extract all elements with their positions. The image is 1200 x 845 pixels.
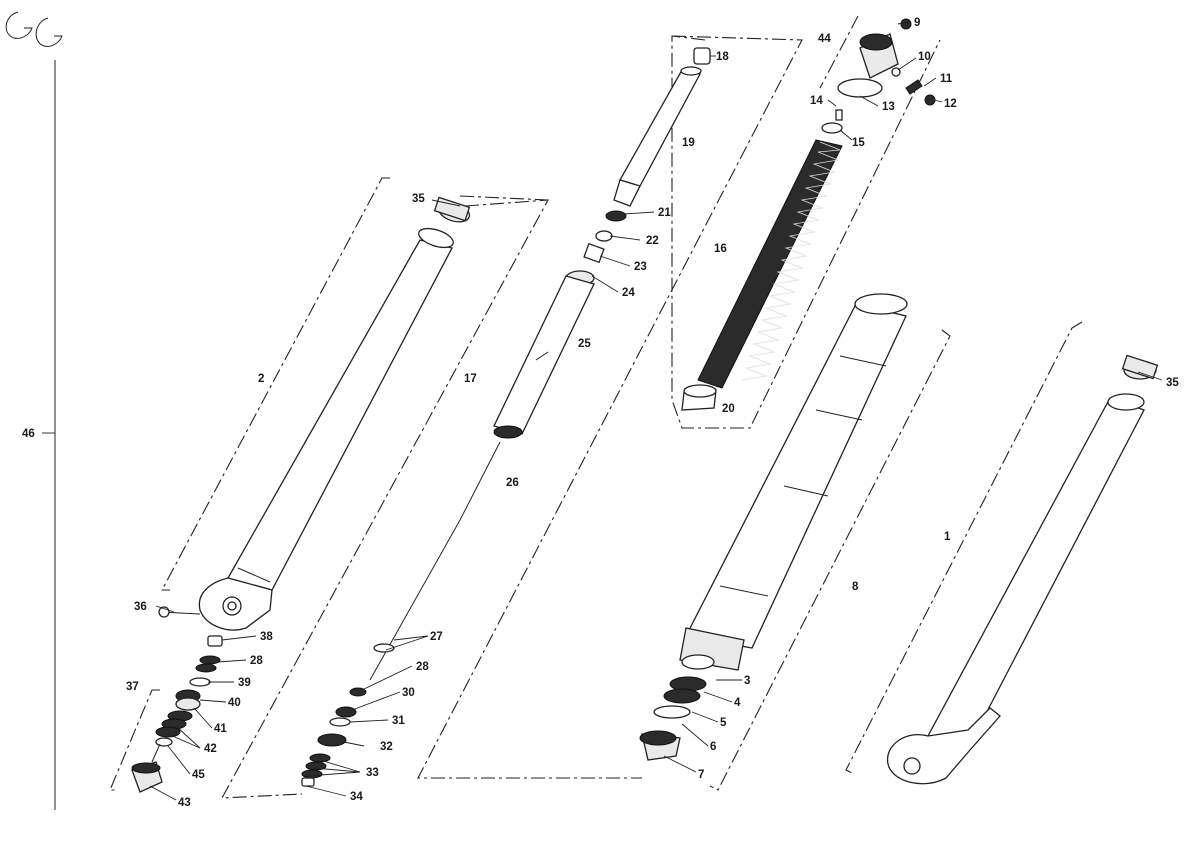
- leader-lines: [149, 21, 1163, 801]
- bracket-group-8: [709, 329, 951, 791]
- callout-32: 32: [380, 741, 393, 753]
- callout-28-cartridge: 28: [416, 661, 429, 673]
- callout-6: 6: [710, 741, 716, 753]
- callout-41: 41: [214, 723, 227, 735]
- callout-43: 43: [178, 797, 191, 809]
- callout-17: 17: [464, 373, 477, 385]
- callout-28-left: 28: [250, 655, 263, 667]
- bracket-group-1: [845, 321, 1083, 775]
- callout-33: 33: [366, 767, 379, 779]
- callout-31: 31: [392, 715, 405, 727]
- callout-14: 14: [810, 95, 823, 107]
- callout-26: 26: [506, 477, 519, 489]
- callout-labels: 1 2 3 4 5 6 7 8 9 10 11 12 13 14 15 16 1…: [22, 17, 1179, 809]
- callout-38: 38: [260, 631, 273, 643]
- callout-18: 18: [716, 51, 729, 63]
- callout-34: 34: [350, 791, 363, 803]
- bracket-group-2: [161, 177, 390, 591]
- damper-cartridge: [301, 47, 711, 787]
- callout-12: 12: [944, 98, 957, 110]
- callout-15: 15: [852, 137, 865, 149]
- inner-tube: [639, 293, 908, 761]
- callout-42: 42: [204, 743, 217, 755]
- callout-19: 19: [682, 137, 695, 149]
- callout-24: 24: [622, 287, 635, 299]
- top-cap: [821, 18, 936, 134]
- callout-30: 30: [402, 687, 415, 699]
- callout-37: 37: [126, 681, 139, 693]
- callout-20: 20: [722, 403, 735, 415]
- callout-22: 22: [646, 235, 659, 247]
- callout-45: 45: [192, 769, 205, 781]
- callout-3: 3: [744, 675, 750, 687]
- bracket-group-17: [221, 199, 549, 799]
- axle-bolt-36: [158, 606, 201, 618]
- fork-spring: [681, 139, 843, 411]
- callout-35-right: 35: [1166, 377, 1179, 389]
- callout-5: 5: [720, 717, 727, 729]
- callout-1: 1: [944, 531, 951, 543]
- callout-39: 39: [238, 677, 251, 689]
- bracket-group-37: [109, 689, 160, 791]
- callout-23: 23: [634, 261, 647, 273]
- callout-8: 8: [852, 581, 859, 593]
- damper-parts-left: [131, 635, 223, 793]
- callout-25: 25: [578, 338, 591, 350]
- bracket-group-44: [819, 15, 859, 89]
- outer-tube-left: [198, 196, 471, 631]
- outer-tube-right: [887, 354, 1159, 785]
- callout-10: 10: [918, 51, 931, 63]
- callout-11: 11: [940, 73, 953, 85]
- callout-13: 13: [882, 101, 895, 113]
- brand-logo: GG: [5, 11, 63, 47]
- bracket-group-17-right: [417, 35, 803, 779]
- callout-36: 36: [134, 601, 147, 613]
- bracket-group-16: [671, 35, 941, 429]
- callout-16: 16: [714, 243, 727, 255]
- callout-35-left: 35: [412, 193, 425, 205]
- callout-7: 7: [698, 769, 704, 781]
- callout-4: 4: [734, 697, 741, 709]
- callout-9: 9: [914, 17, 920, 29]
- callout-27: 27: [430, 631, 443, 643]
- callout-2: 2: [258, 373, 264, 385]
- callout-46: 46: [22, 428, 35, 440]
- callout-21: 21: [658, 207, 671, 219]
- callout-40: 40: [228, 697, 241, 709]
- callout-44: 44: [818, 33, 831, 45]
